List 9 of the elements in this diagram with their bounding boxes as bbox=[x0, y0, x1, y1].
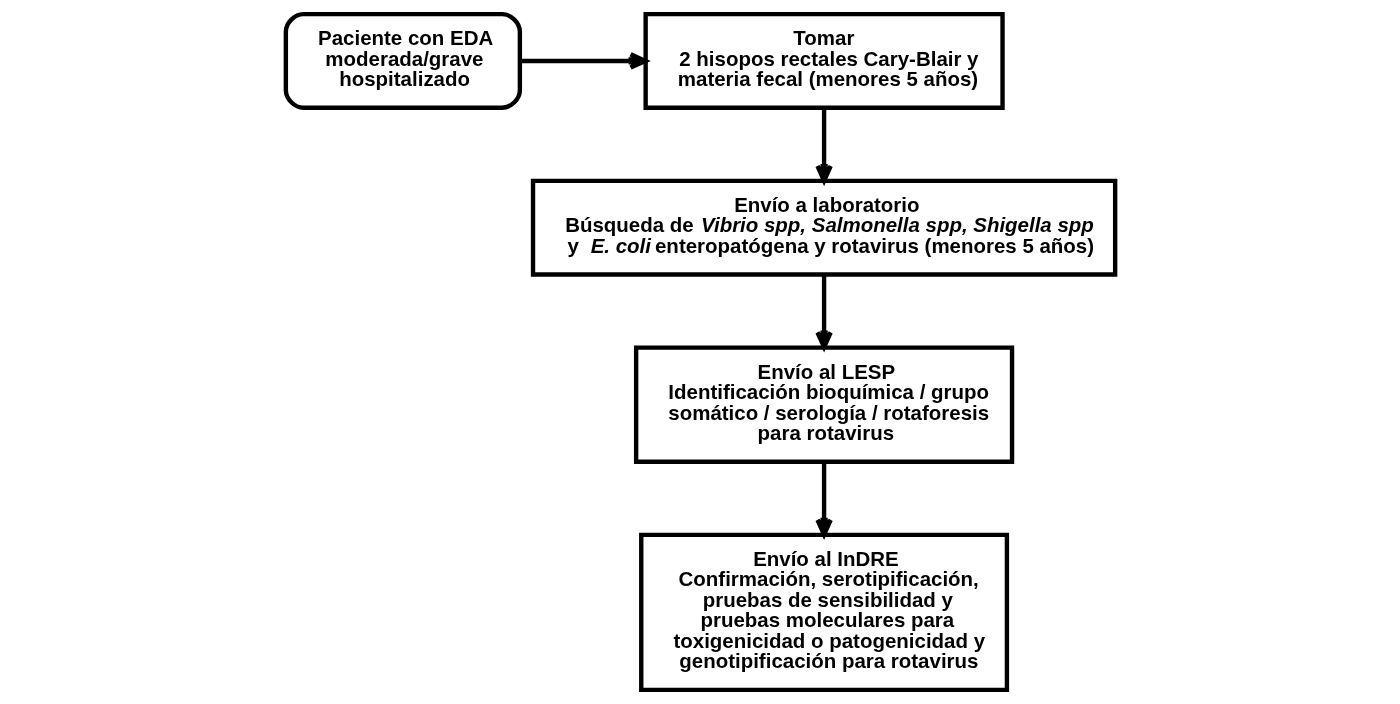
node-box: Envío al LESP Identificación bioquímica / grupo somático / serología / rotaforesis para rotavirus bbox=[633, 345, 1014, 464]
node-box: Paciente con EDA moderada/grave hospitalizado bbox=[283, 11, 522, 110]
arrow bbox=[519, 52, 648, 70]
node-box: Envío al InDRE Confirmación, serotipificación, pruebas de sensibilidad y pruebas moleculares para toxigenicidad o patogenicidad y genotipificación para rotavirus bbox=[638, 532, 1009, 693]
arrow bbox=[814, 108, 833, 184]
arrow bbox=[814, 462, 833, 537]
arrow bbox=[814, 274, 833, 350]
node-box: Envío a laboratorio Búsqueda de Vibrio spp, Salmonella spp, Shigella spp y E. coli enteropatógena y rotavirus (menores 5 años) bbox=[530, 178, 1117, 277]
node-box: Tomar 2 hisopos rectales Cary-Blair y materia fecal (menores 5 años) bbox=[642, 11, 1005, 110]
